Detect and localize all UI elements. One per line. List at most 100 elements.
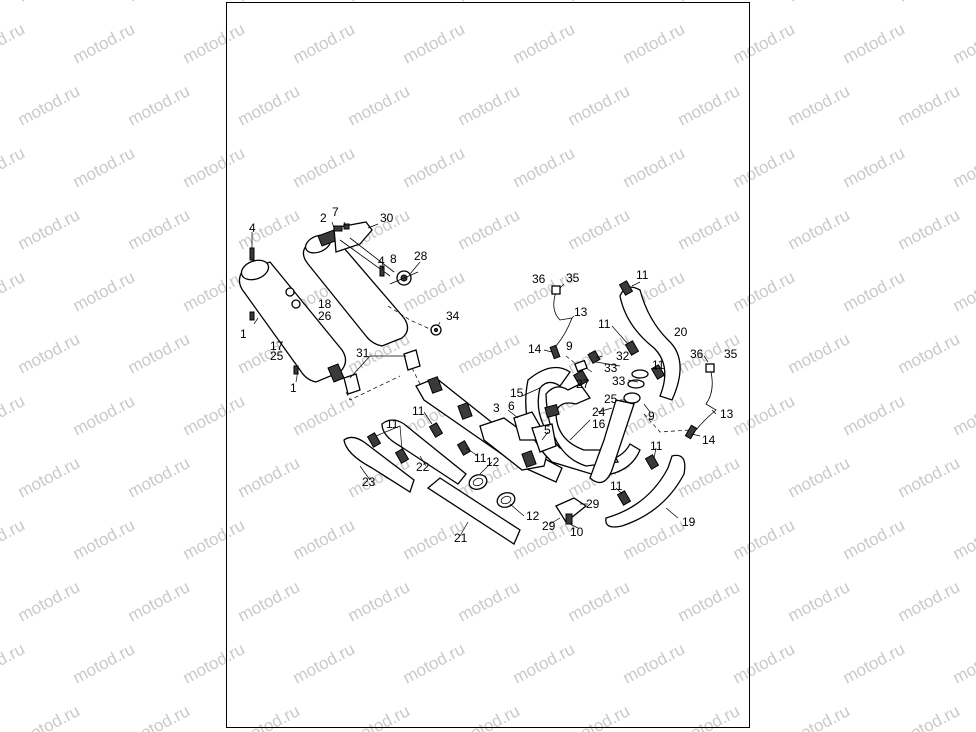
bolt	[249, 311, 255, 321]
watermark-text: motod.ru	[15, 81, 83, 129]
callout-c32: 32	[616, 349, 630, 363]
callout-c33a: 33	[604, 361, 618, 375]
callout-c14a: 14	[528, 342, 542, 356]
watermark-text: motod.ru	[840, 391, 908, 439]
hose-clamp	[456, 440, 472, 456]
oxygen-sensor	[684, 424, 698, 440]
watermark-text: motod.ru	[840, 143, 908, 191]
callout-c11g: 11	[474, 451, 487, 465]
callout-c17: 17	[270, 339, 284, 353]
callout-c13a: 13	[574, 305, 588, 319]
watermark-text: motod.ru	[950, 391, 976, 439]
header-clamp	[521, 450, 537, 468]
callout-c20: 20	[674, 325, 688, 339]
callout-c9b: 9	[648, 409, 655, 423]
watermark-text: motod.ru	[70, 639, 138, 687]
bolt	[343, 223, 350, 230]
callout-c16: 16	[592, 417, 606, 431]
header-clamp	[427, 376, 443, 394]
muffler-stud	[291, 299, 301, 309]
watermark-text: motod.ru	[950, 19, 976, 67]
hose-clamp	[644, 454, 660, 470]
watermark-text: motod.ru	[15, 205, 83, 253]
watermark-text: motod.ru	[0, 143, 28, 191]
callout-c7: 7	[332, 205, 339, 219]
callout-c4a: 4	[249, 221, 256, 235]
watermark-text: motod.ru	[785, 81, 853, 129]
watermark-text: motod.ru	[0, 515, 28, 563]
callout-c22: 22	[416, 460, 430, 474]
bolt	[333, 225, 343, 232]
watermark-text: motod.ru	[895, 81, 963, 129]
callout-c29b: 29	[542, 519, 556, 533]
callout-c24: 24	[592, 405, 606, 419]
watermark-text: motod.ru	[70, 143, 138, 191]
callout-c11e: 11	[650, 439, 663, 453]
watermark-text: motod.ru	[0, 639, 28, 687]
callout-c28: 28	[414, 249, 428, 263]
rear-muffler	[238, 261, 347, 383]
callout-c12b: 12	[526, 509, 540, 523]
callout-c11h: 11	[610, 479, 623, 493]
watermark-text: motod.ru	[895, 0, 963, 6]
callout-c11f: 11	[386, 417, 399, 431]
watermark-text: motod.ru	[125, 701, 193, 732]
hose-clamp	[650, 364, 666, 380]
heat-shield-header	[589, 399, 635, 484]
watermark-text: motod.ru	[840, 267, 908, 315]
sensor-connector	[705, 363, 715, 373]
rear-muffler-end-cap	[240, 259, 270, 281]
watermark-text: motod.ru	[785, 453, 853, 501]
clamp-bracket	[555, 497, 588, 523]
watermark-text: motod.ru	[785, 329, 853, 377]
watermark-text: motod.ru	[0, 391, 28, 439]
callout-c21: 21	[454, 531, 468, 545]
interconnect-sleeve	[403, 349, 421, 371]
watermark-text: motod.ru	[70, 267, 138, 315]
callout-c29a: 29	[586, 497, 600, 511]
watermark-text: motod.ru	[15, 701, 83, 732]
clamp-bolt	[565, 513, 573, 525]
header-flange-clamp	[572, 369, 590, 387]
watermark-text: motod.ru	[125, 0, 193, 6]
callout-c2: 2	[320, 211, 327, 225]
callout-c11a: 11	[636, 268, 649, 282]
callout-c4b: 4	[378, 254, 385, 268]
callout-c15: 15	[510, 386, 524, 400]
heat-shield-front-upper	[619, 286, 681, 401]
watermark-text: motod.ru	[785, 205, 853, 253]
callout-c11d: 11	[412, 404, 425, 418]
port-gasket	[574, 359, 588, 373]
watermark-text: motod.ru	[125, 577, 193, 625]
callout-c25a: 25	[270, 349, 284, 363]
oxygen-sensor	[549, 344, 561, 360]
watermark-text: motod.ru	[950, 143, 976, 191]
hose-clamp	[618, 280, 634, 296]
watermark-text: motod.ru	[895, 329, 963, 377]
seal-ring	[627, 379, 645, 389]
clamp-ring	[587, 349, 601, 365]
watermark-text: motod.ru	[785, 577, 853, 625]
watermark-text: motod.ru	[950, 515, 976, 563]
watermark-text: motod.ru	[0, 19, 28, 67]
front-muffler	[302, 233, 409, 347]
header-clamp	[457, 402, 473, 420]
callout-c9a: 9	[566, 339, 573, 353]
heat-shield-rear-left	[343, 436, 415, 493]
watermark-text: motod.ru	[125, 81, 193, 129]
exhaust-gasket	[496, 492, 516, 508]
watermark-text: motod.ru	[785, 0, 853, 6]
callout-c1b: 1	[290, 381, 297, 395]
callout-c14b: 14	[702, 433, 716, 447]
header-flange-clamp	[544, 404, 560, 418]
watermark-text: motod.ru	[950, 639, 976, 687]
watermark-text: motod.ru	[70, 19, 138, 67]
watermark-text: motod.ru	[840, 639, 908, 687]
callout-c35a: 35	[566, 271, 580, 285]
exhaust-gasket	[468, 474, 488, 490]
callout-c19: 19	[682, 515, 696, 529]
header-bracket	[531, 423, 557, 453]
hose-clamp	[366, 432, 382, 448]
heat-shield-front-lower	[605, 454, 686, 528]
